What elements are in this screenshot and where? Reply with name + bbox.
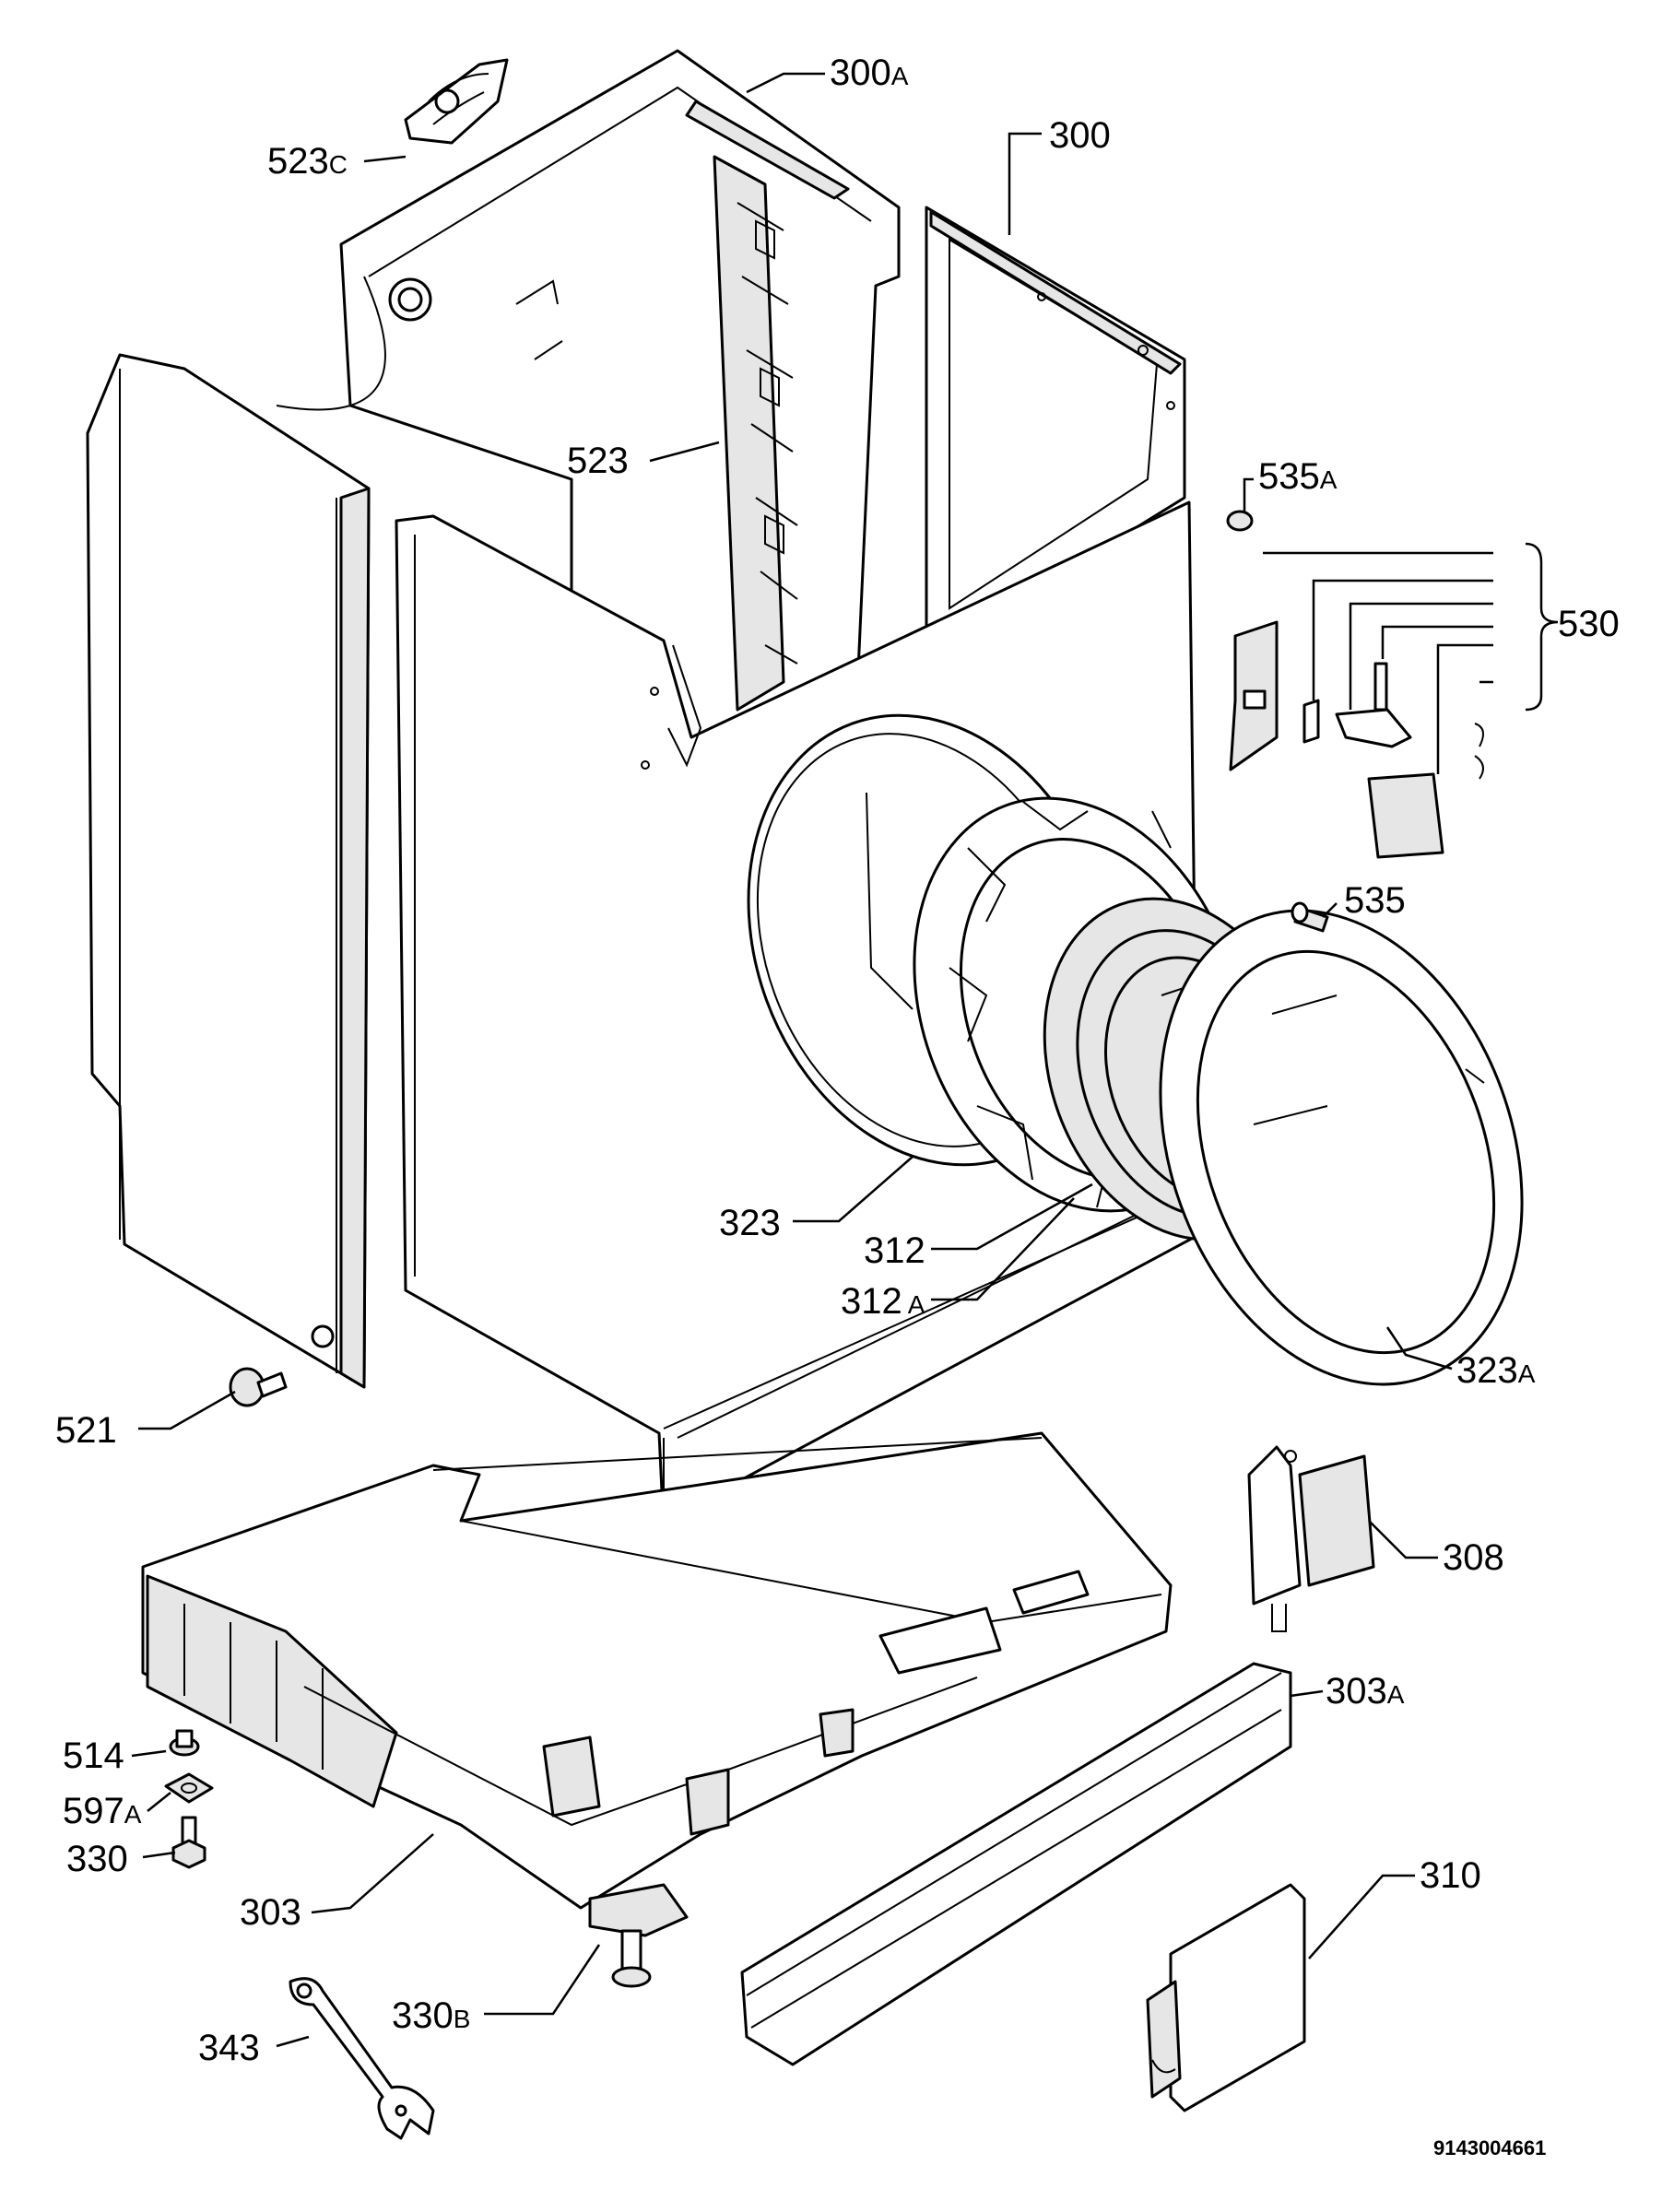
label-303a: 303A bbox=[1326, 1671, 1405, 1712]
hinge-set-530 bbox=[1229, 620, 1484, 859]
label-300: 300 bbox=[1049, 115, 1111, 156]
bracket-530 bbox=[1525, 542, 1559, 712]
label-535a: 535A bbox=[1258, 456, 1338, 497]
label-530: 530 bbox=[1558, 604, 1620, 644]
label-521: 521 bbox=[55, 1410, 117, 1451]
label-323a: 323A bbox=[1456, 1350, 1536, 1391]
label-312: 312 bbox=[864, 1230, 925, 1271]
screw-514 bbox=[169, 1729, 200, 1757]
label-523c: 523C bbox=[267, 141, 348, 182]
wrench-343 bbox=[289, 1977, 435, 2140]
part-labels: 523C 300A 300 523 535A 530 535 323 312 3… bbox=[55, 53, 1620, 2068]
label-330: 330 bbox=[66, 1839, 128, 1879]
plinth-panel-303a bbox=[740, 1662, 1292, 2066]
pin-535 bbox=[1291, 901, 1329, 933]
label-308: 308 bbox=[1443, 1537, 1504, 1578]
bolt-330 bbox=[171, 1816, 206, 1869]
rail-523 bbox=[713, 155, 798, 712]
label-535: 535 bbox=[1344, 880, 1406, 921]
hinge-308 bbox=[1247, 1445, 1375, 1632]
clip-523c bbox=[404, 58, 509, 145]
foot-330b bbox=[588, 1883, 689, 1988]
label-323: 323 bbox=[719, 1203, 781, 1243]
label-597a: 597A bbox=[63, 1791, 142, 1831]
pin-535a bbox=[1226, 510, 1254, 532]
label-330b: 330B bbox=[392, 1995, 470, 2036]
left-side-panel bbox=[86, 353, 371, 1389]
nut-597a bbox=[164, 1772, 214, 1804]
label-523: 523 bbox=[567, 441, 629, 481]
label-310: 310 bbox=[1420, 1855, 1481, 1896]
leader-lines bbox=[131, 72, 1453, 2048]
door-outer-ring-323a bbox=[1159, 909, 1524, 1386]
label-343: 343 bbox=[198, 2028, 260, 2068]
document-number: 9143004661 bbox=[1433, 2136, 1546, 2159]
base-frame-303 bbox=[141, 1431, 1173, 1910]
filter-flap-310 bbox=[1146, 1883, 1306, 2112]
label-300a: 300A bbox=[830, 53, 909, 93]
screw-521 bbox=[229, 1367, 288, 1407]
label-303: 303 bbox=[240, 1892, 301, 1933]
label-514: 514 bbox=[63, 1735, 124, 1776]
